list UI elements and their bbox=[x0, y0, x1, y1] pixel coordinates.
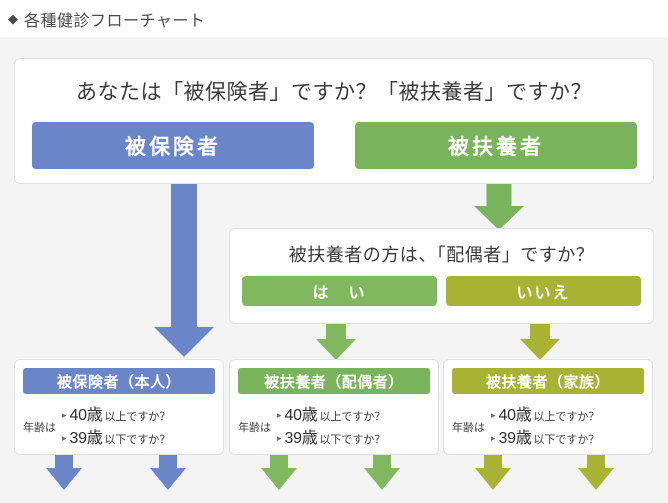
result-card-dependent-spouse[interactable]: 被扶養者（配偶者） 年齢は ▸ 40歳 以上ですか？ ▸ 39歳 以下ですか？ bbox=[229, 359, 439, 455]
arrow-head bbox=[475, 468, 511, 490]
age-option-over40[interactable]: ▸ 40歳 以上ですか？ bbox=[62, 404, 215, 427]
arrow-shaft bbox=[159, 455, 177, 471]
arrow-head bbox=[46, 468, 82, 490]
age-number: 40歳 bbox=[69, 407, 103, 424]
arrow-head bbox=[150, 468, 186, 490]
flowchart-canvas: あなたは「被保険者」ですか？「被扶養者」ですか？ 被保険者 被扶養者 被扶養者の… bbox=[0, 37, 668, 503]
step1-question: あなたは「被保険者」ですか？「被扶養者」ですか？ bbox=[76, 81, 592, 104]
option-dependent-button[interactable]: 被扶養者 bbox=[355, 122, 637, 169]
age-number: 39歳 bbox=[69, 430, 103, 448]
arrow-head bbox=[474, 206, 524, 230]
arrow-head bbox=[316, 339, 356, 360]
result-card-header: 被扶養者（家族） bbox=[452, 368, 644, 394]
page-title: 各種健診フローチャート bbox=[24, 12, 206, 30]
result-card-insured-self[interactable]: 被保険者（本人） 年齢は ▸ 40歳 以上ですか？ ▸ 39歳 以下ですか？ bbox=[14, 359, 224, 455]
age-label: 年齢は bbox=[238, 422, 271, 435]
result-card-header: 被扶養者（配偶者） bbox=[238, 368, 430, 394]
arrow-insured-self-under39 bbox=[150, 455, 186, 495]
age-label: 年齢は bbox=[452, 422, 485, 435]
triangle-bullet-icon: ▸ bbox=[491, 433, 496, 444]
arrow-head bbox=[261, 468, 297, 490]
result-card-header: 被保険者（本人） bbox=[23, 368, 215, 394]
age-option-list: ▸ 40歳 以上ですか？ ▸ 39歳 以下ですか？ bbox=[62, 404, 215, 450]
arrow-head bbox=[364, 468, 400, 490]
arrow-dependent-spouse-over40 bbox=[261, 455, 297, 495]
page-title-bar: ◆ 各種健診フローチャート bbox=[0, 0, 668, 37]
arrow-head bbox=[520, 339, 560, 360]
age-condition: 以下ですか？ bbox=[319, 434, 386, 447]
arrow-shaft bbox=[55, 455, 73, 471]
option-insured-button[interactable]: 被保険者 bbox=[32, 122, 314, 169]
triangle-bullet-icon: ▸ bbox=[277, 433, 282, 444]
arrow-shaft bbox=[270, 455, 288, 471]
step2-question: 被扶養者の方は、「配偶者」ですか？ bbox=[288, 245, 595, 265]
arrow-dependent-to-step2 bbox=[473, 184, 525, 230]
arrow-shaft bbox=[171, 184, 197, 332]
age-label: 年齢は bbox=[23, 422, 56, 435]
arrow-dependent-family-under39 bbox=[578, 455, 614, 495]
triangle-bullet-icon: ▸ bbox=[491, 410, 496, 420]
age-number: 40歳 bbox=[284, 407, 318, 424]
age-condition: 以下ですか？ bbox=[104, 434, 171, 447]
arrow-shaft bbox=[530, 324, 550, 342]
arrow-shaft bbox=[486, 184, 512, 210]
diamond-bullet-icon: ◆ bbox=[8, 11, 18, 26]
arrow-no-to-result bbox=[520, 324, 560, 361]
age-condition: 以上ですか？ bbox=[533, 411, 600, 423]
triangle-bullet-icon: ▸ bbox=[277, 410, 282, 420]
age-option-under39[interactable]: ▸ 39歳 以下ですか？ bbox=[491, 427, 644, 450]
triangle-bullet-icon: ▸ bbox=[62, 433, 67, 444]
age-option-over40[interactable]: ▸ 40歳 以上ですか？ bbox=[491, 404, 644, 427]
arrow-shaft bbox=[587, 455, 605, 471]
age-option-list: ▸ 40歳 以上ですか？ ▸ 39歳 以下ですか？ bbox=[491, 404, 644, 450]
option-no-button[interactable]: いいえ bbox=[446, 276, 641, 306]
age-number: 39歳 bbox=[498, 430, 532, 448]
arrow-dependent-spouse-under39 bbox=[364, 455, 400, 495]
age-option-over40[interactable]: ▸ 40歳 以上ですか？ bbox=[277, 404, 430, 427]
arrow-shaft bbox=[484, 455, 502, 471]
arrow-insured-self-over40 bbox=[46, 455, 82, 495]
age-option-under39[interactable]: ▸ 39歳 以下ですか？ bbox=[62, 427, 215, 450]
age-number: 40歳 bbox=[498, 407, 532, 424]
arrow-yes-to-result bbox=[316, 324, 356, 361]
result-card-body: 年齢は ▸ 40歳 以上ですか？ ▸ 39歳 以下ですか？ bbox=[23, 404, 215, 450]
arrow-shaft bbox=[373, 455, 391, 471]
age-option-under39[interactable]: ▸ 39歳 以下ですか？ bbox=[277, 427, 430, 450]
arrow-dependent-family-over40 bbox=[475, 455, 511, 495]
arrow-head bbox=[578, 468, 614, 490]
triangle-bullet-icon: ▸ bbox=[62, 410, 67, 420]
result-card-dependent-family[interactable]: 被扶養者（家族） 年齢は ▸ 40歳 以上ですか？ ▸ 39歳 以下ですか？ bbox=[443, 359, 653, 455]
step2-panel: 被扶養者の方は、「配偶者」ですか？ は い いいえ bbox=[229, 228, 654, 324]
option-yes-button[interactable]: は い bbox=[242, 276, 437, 306]
age-condition: 以上ですか？ bbox=[319, 411, 386, 423]
age-option-list: ▸ 40歳 以上ですか？ ▸ 39歳 以下ですか？ bbox=[277, 404, 430, 450]
age-number: 39歳 bbox=[284, 430, 318, 448]
age-condition: 以下ですか？ bbox=[533, 434, 600, 447]
arrow-insured-to-result bbox=[152, 184, 216, 357]
age-condition: 以上ですか？ bbox=[104, 411, 171, 423]
step1-panel: あなたは「被保険者」ですか？「被扶養者」ですか？ 被保険者 被扶養者 bbox=[14, 58, 654, 184]
arrow-head bbox=[154, 327, 214, 357]
result-card-body: 年齢は ▸ 40歳 以上ですか？ ▸ 39歳 以下ですか？ bbox=[238, 404, 430, 450]
arrow-shaft bbox=[326, 324, 346, 342]
result-card-body: 年齢は ▸ 40歳 以上ですか？ ▸ 39歳 以下ですか？ bbox=[452, 404, 644, 450]
